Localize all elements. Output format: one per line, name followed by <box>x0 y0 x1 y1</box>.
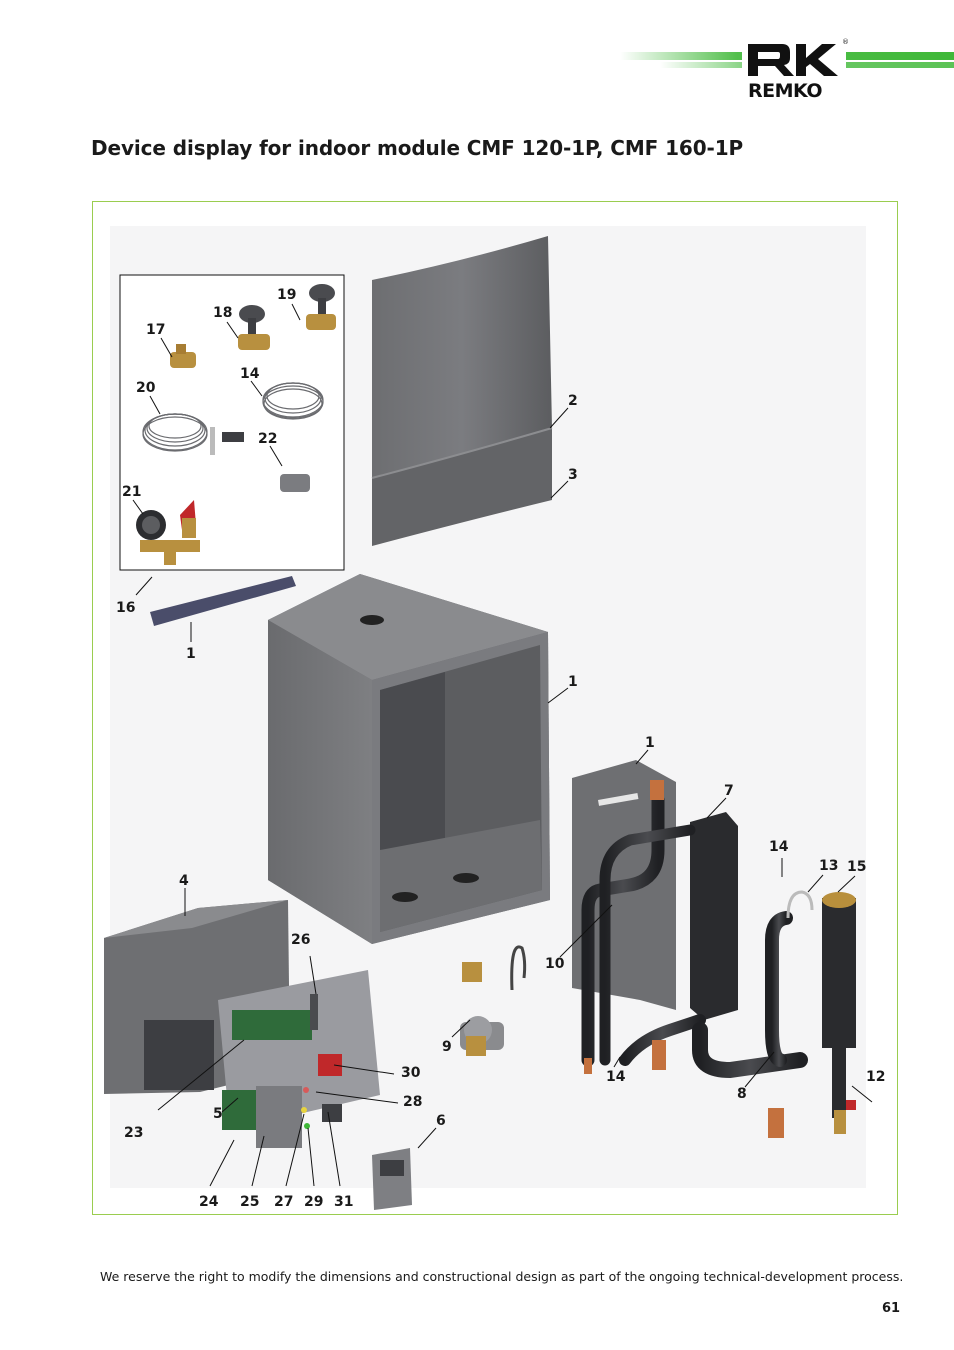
callout-label: 10 <box>545 956 565 972</box>
callout-label: 27 <box>274 1194 294 1210</box>
callout-label: 18 <box>213 305 233 321</box>
callout-label: 20 <box>136 380 156 396</box>
callout-label: 7 <box>724 783 734 799</box>
footer-disclaimer: We reserve the right to modify the dimen… <box>100 1269 904 1284</box>
callout-label: 26 <box>291 932 311 948</box>
callout-label: 4 <box>179 873 189 889</box>
callout-label: 13 <box>819 858 839 874</box>
callout-label: 14 <box>769 839 789 855</box>
callout-label: 29 <box>304 1194 324 1210</box>
callout-label: 1 <box>645 735 655 751</box>
callout-label: 14 <box>606 1069 626 1085</box>
callout-label: 28 <box>403 1094 423 1110</box>
callout-label: 15 <box>847 859 867 875</box>
callout-label: 30 <box>401 1065 421 1081</box>
callout-label: 2 <box>568 393 578 409</box>
registered-mark: ® <box>842 38 849 46</box>
callout-label: 14 <box>240 366 260 382</box>
callout-label: 21 <box>122 484 142 500</box>
callout-label: 1 <box>186 646 196 662</box>
page-number: 61 <box>882 1301 901 1316</box>
callout-label: 3 <box>568 467 578 483</box>
callout-label: 22 <box>258 431 278 447</box>
callout-label: 31 <box>334 1194 354 1210</box>
callout-label: 5 <box>213 1106 223 1122</box>
callout-label: 8 <box>737 1086 747 1102</box>
callout-label: 1 <box>568 674 578 690</box>
callout-label: 12 <box>866 1069 886 1085</box>
callout-label: 16 <box>116 600 136 616</box>
remko-logo <box>742 40 846 80</box>
diagram-frame <box>92 201 898 1215</box>
callout-label: 9 <box>442 1039 452 1055</box>
callout-label: 6 <box>436 1113 446 1129</box>
callout-label: 17 <box>146 322 166 338</box>
callout-label: 19 <box>277 287 297 303</box>
exploded-view-illustration <box>93 202 897 1214</box>
callout-label: 25 <box>240 1194 260 1210</box>
callout-label: 23 <box>124 1125 144 1141</box>
callout-label: 24 <box>199 1194 219 1210</box>
page-title: Device display for indoor module CMF 120… <box>91 136 744 160</box>
brand-wordmark: REMKO <box>748 80 823 102</box>
